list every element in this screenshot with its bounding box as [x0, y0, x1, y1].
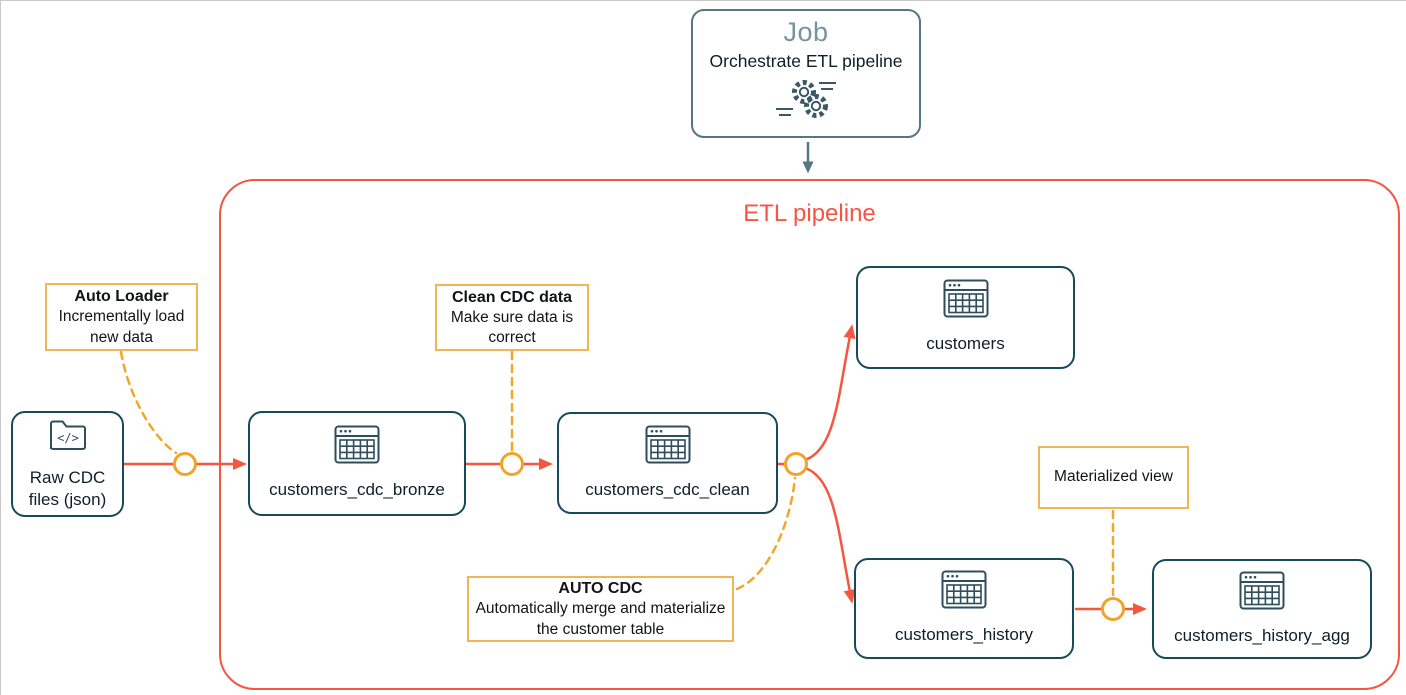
- svg-text:</>: </>: [57, 431, 79, 445]
- annotation-links: [119, 350, 1115, 597]
- node-label: customers_history: [895, 625, 1033, 645]
- table-grid-icon: [941, 570, 987, 615]
- edge-branch-to-history: [803, 466, 856, 604]
- node-label: Raw CDC files (json): [28, 467, 107, 509]
- annotation-auto-loader: Auto Loader Incrementally load new data: [45, 283, 198, 351]
- annotation-body: Make sure data is correct: [450, 308, 574, 347]
- edge-branch-to-customers: [803, 324, 856, 462]
- annotation-auto-cdc: AUTO CDC Automatically merge and materia…: [467, 576, 734, 642]
- node-customers-history-agg: customers_history_agg: [1152, 559, 1372, 659]
- link-auto-cdc: [735, 476, 797, 591]
- annotation-clean-cdc-data: Clean CDC data Make sure data is correct: [435, 284, 589, 351]
- annotation-body: Materialized view: [1054, 468, 1173, 486]
- table-grid-icon: [943, 279, 989, 324]
- annotation-materialized-view: Materialized view: [1038, 446, 1189, 509]
- job-box: Job Orchestrate ETL pipeline: [691, 9, 921, 138]
- node-customers: customers: [856, 266, 1075, 369]
- annotation-title: Clean CDC data: [451, 288, 573, 306]
- link-auto-loader: [119, 350, 178, 455]
- table-grid-icon: [1239, 571, 1285, 616]
- job-subtitle: Orchestrate ETL pipeline: [709, 51, 903, 71]
- annotation-title: Auto Loader: [74, 288, 169, 305]
- job-title: Job: [783, 17, 829, 47]
- table-grid-icon: [334, 425, 380, 470]
- annotation-body: Automatically merge and materialize the …: [475, 600, 726, 638]
- node-label: customers_cdc_bronze: [269, 480, 445, 500]
- annotation-body: Incrementally load new data: [58, 308, 185, 346]
- junction-clean-cdc: [500, 452, 524, 476]
- node-label: customers_history_agg: [1174, 625, 1350, 645]
- code-folder-icon: </>: [46, 417, 90, 458]
- junction-auto-cdc: [784, 452, 808, 476]
- etl-pipeline-container: [219, 179, 1400, 690]
- table-grid-icon: [645, 425, 691, 470]
- node-customers-history: customers_history: [854, 558, 1074, 659]
- node-label: customers: [926, 334, 1005, 354]
- junction-auto-loader: [173, 452, 197, 476]
- node-customers-cdc-clean: customers_cdc_clean: [557, 412, 778, 514]
- node-label: customers_cdc_clean: [585, 479, 750, 499]
- node-customers-cdc-bronze: customers_cdc_bronze: [248, 411, 466, 516]
- junction-materialized-view: [1101, 597, 1125, 621]
- junction-circles: [173, 452, 1125, 621]
- gears-icon: [774, 77, 838, 126]
- node-raw-cdc-files: </> Raw CDC files (json): [11, 411, 124, 517]
- etl-pipeline-title: ETL pipeline: [743, 200, 876, 227]
- annotation-title: AUTO CDC: [558, 580, 643, 597]
